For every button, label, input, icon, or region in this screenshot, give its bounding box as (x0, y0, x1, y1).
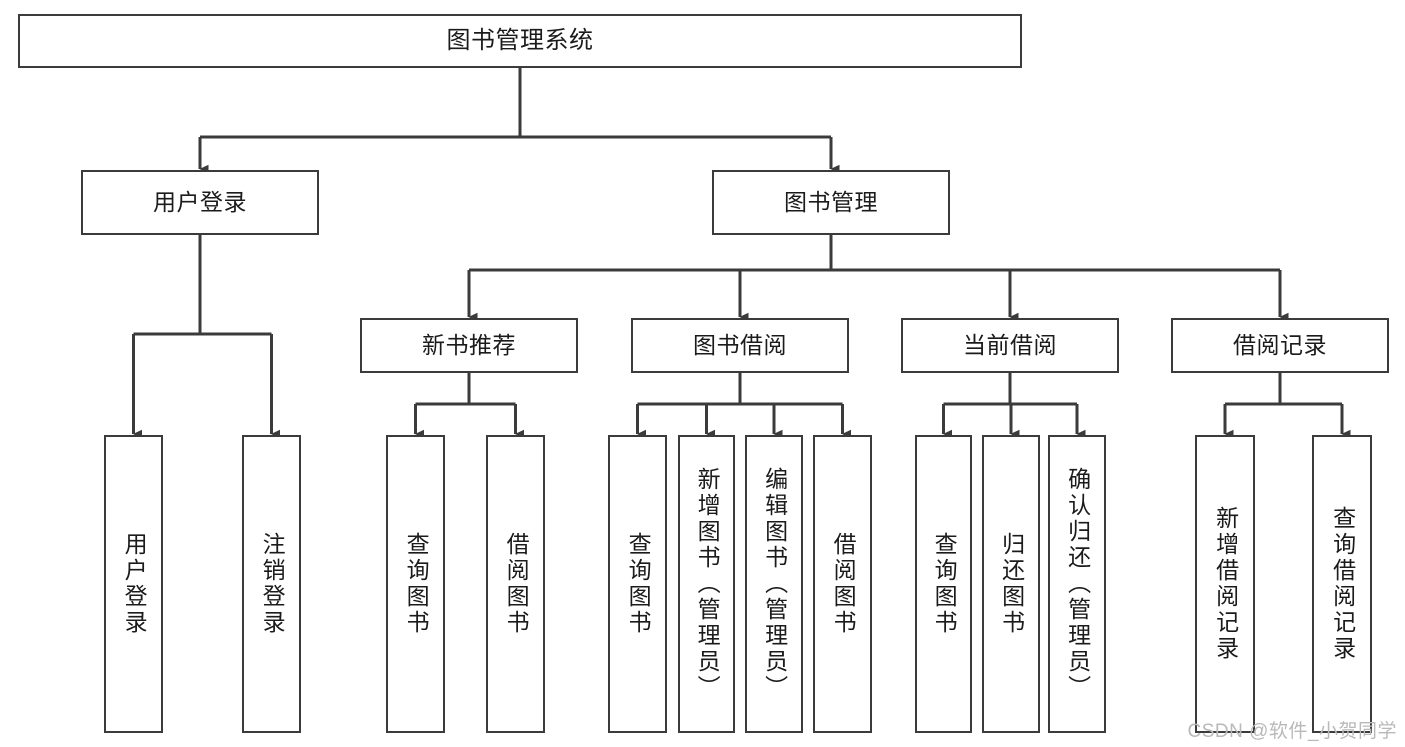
node-label-borrow-record: 借阅记录 (1233, 331, 1327, 358)
node-label-current-borrow: 当前借阅 (963, 331, 1057, 358)
watermark-text: CSDN @软件_小贺同学 (1187, 721, 1397, 742)
node-leaf-add-book: 新增图书（管理员） (678, 435, 735, 733)
node-leaf-query-record: 查询借阅记录 (1312, 435, 1372, 733)
node-label-leaf-user-login: 用户登录 (121, 532, 148, 636)
node-borrow-record: 借阅记录 (1171, 318, 1389, 373)
node-leaf-query-book-2: 查询图书 (608, 435, 667, 733)
node-label-leaf-return-book: 归还图书 (998, 532, 1025, 636)
node-label-leaf-confirm-return: 确认归还（管理员） (1064, 467, 1091, 701)
node-label-root: 图书管理系统 (446, 26, 594, 54)
node-leaf-return-book: 归还图书 (982, 435, 1040, 733)
node-leaf-confirm-return: 确认归还（管理员） (1048, 435, 1106, 733)
node-root: 图书管理系统 (18, 14, 1022, 68)
node-leaf-query-book-3: 查询图书 (915, 435, 972, 733)
node-label-leaf-borrow-book-2: 借阅图书 (830, 532, 857, 636)
node-label-leaf-query-book-3: 查询图书 (931, 532, 958, 636)
node-label-new-book-rec: 新书推荐 (422, 331, 516, 358)
node-label-leaf-add-record: 新增借阅记录 (1212, 506, 1239, 662)
node-label-leaf-query-record: 查询借阅记录 (1329, 506, 1356, 662)
node-leaf-borrow-book-1: 借阅图书 (486, 435, 545, 733)
node-label-leaf-borrow-book-1: 借阅图书 (503, 532, 530, 636)
node-user-login: 用户登录 (81, 170, 319, 235)
node-leaf-user-logout: 注销登录 (242, 435, 301, 733)
node-label-leaf-user-logout: 注销登录 (259, 532, 286, 636)
node-book-borrow: 图书借阅 (631, 318, 849, 373)
node-current-borrow: 当前借阅 (901, 318, 1119, 373)
node-label-user-login: 用户登录 (153, 188, 247, 215)
node-leaf-edit-book: 编辑图书（管理员） (745, 435, 803, 733)
node-label-leaf-query-book-2: 查询图书 (625, 532, 652, 636)
node-label-leaf-edit-book: 编辑图书（管理员） (761, 467, 788, 701)
node-label-book-borrow: 图书借阅 (693, 331, 787, 358)
node-leaf-query-book-1: 查询图书 (386, 435, 445, 733)
node-leaf-borrow-book-2: 借阅图书 (813, 435, 872, 733)
node-leaf-user-login: 用户登录 (104, 435, 163, 733)
node-label-book-manage: 图书管理 (784, 188, 878, 215)
node-new-book-rec: 新书推荐 (360, 318, 578, 373)
node-leaf-add-record: 新增借阅记录 (1195, 435, 1255, 733)
connector-lines (132, 68, 1351, 439)
node-label-leaf-add-book: 新增图书（管理员） (694, 467, 721, 701)
node-book-manage: 图书管理 (712, 170, 950, 235)
node-label-leaf-query-book-1: 查询图书 (403, 532, 430, 636)
